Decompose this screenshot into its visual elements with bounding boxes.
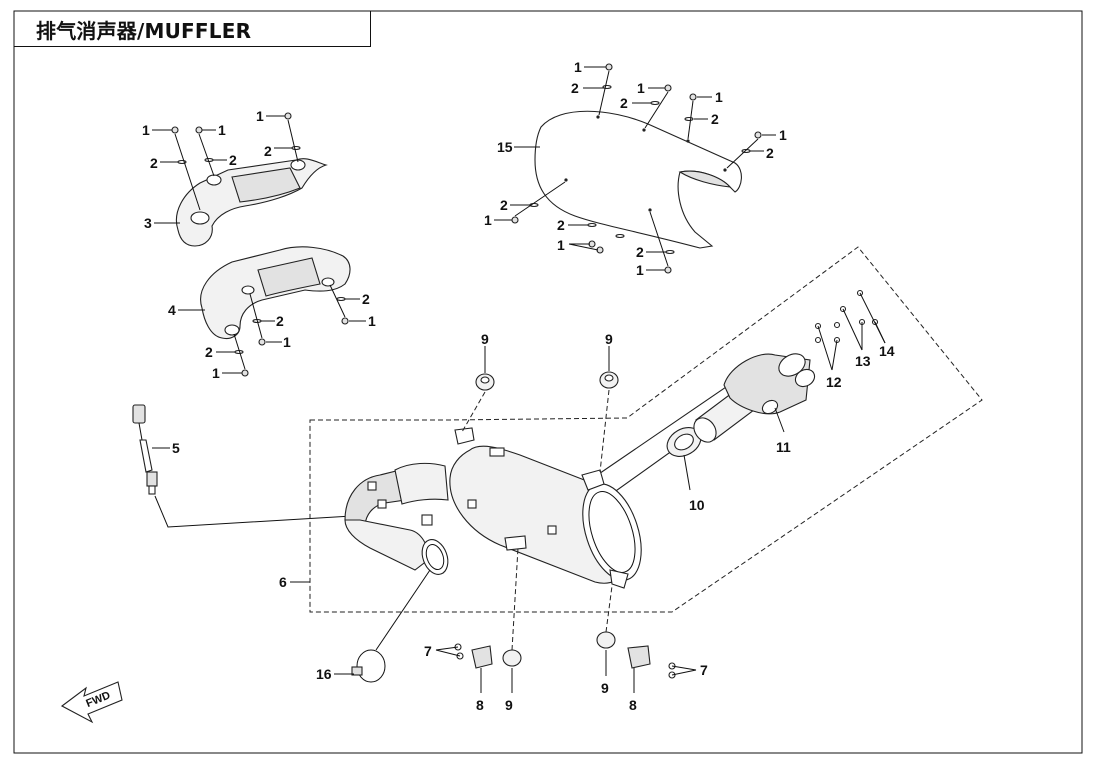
callout-1: 1 bbox=[779, 127, 787, 143]
callout-9: 9 bbox=[605, 331, 613, 347]
callout-2: 2 bbox=[620, 95, 628, 111]
callout-1: 1 bbox=[484, 212, 492, 228]
heat-shield-4 bbox=[200, 246, 351, 340]
fasteners-1-2 bbox=[171, 63, 762, 377]
gasket-10 bbox=[666, 427, 702, 457]
callout-1: 1 bbox=[637, 80, 645, 96]
callout-13: 13 bbox=[855, 353, 871, 369]
frame-border bbox=[13, 10, 1083, 754]
callout-1: 1 bbox=[557, 237, 565, 253]
callout-12: 12 bbox=[826, 374, 842, 390]
bolts-7 bbox=[435, 643, 697, 679]
callout-2: 2 bbox=[636, 244, 644, 260]
callout-2: 2 bbox=[276, 313, 284, 329]
heat-shield-15 bbox=[534, 110, 742, 249]
callout-1: 1 bbox=[368, 313, 376, 329]
callout-2: 2 bbox=[557, 217, 565, 233]
callout-5: 5 bbox=[172, 440, 180, 456]
callout-2: 2 bbox=[229, 152, 237, 168]
clamp-16 bbox=[351, 569, 431, 683]
callout-3: 3 bbox=[144, 215, 152, 231]
callout-1: 1 bbox=[715, 89, 723, 105]
callout-1: 1 bbox=[142, 122, 150, 138]
callout-2: 2 bbox=[264, 143, 272, 159]
muffler-body-6 bbox=[344, 371, 761, 589]
callout-1: 1 bbox=[218, 122, 226, 138]
callout-6: 6 bbox=[279, 574, 287, 590]
callout-8: 8 bbox=[476, 697, 484, 713]
callout-9: 9 bbox=[601, 680, 609, 696]
callout-2: 2 bbox=[500, 197, 508, 213]
oxygen-sensor-5 bbox=[132, 404, 353, 528]
callout-15: 15 bbox=[497, 139, 513, 155]
callout-4: 4 bbox=[168, 302, 176, 318]
callout-group-assembly: 5 6 9 9 10 11 12 13 14 16 7 7 8 9 9 8 bbox=[152, 331, 895, 713]
callout-7: 7 bbox=[424, 643, 432, 659]
callout-2: 2 bbox=[150, 155, 158, 171]
callout-11: 11 bbox=[776, 439, 791, 455]
heat-shield-3 bbox=[176, 158, 328, 247]
callout-16: 16 bbox=[316, 666, 332, 682]
callout-2: 2 bbox=[711, 111, 719, 127]
brackets-8 bbox=[471, 645, 651, 693]
callout-2: 2 bbox=[766, 145, 774, 161]
callout-group-shield-4: 4 2 1 2 1 2 1 bbox=[168, 291, 376, 381]
page-title: 排气消声器/MUFFLER bbox=[36, 19, 252, 43]
callout-group-shield-15: 1 2 1 2 1 2 1 2 15 2 1 2 1 bbox=[484, 59, 787, 278]
tailpipe-11 bbox=[693, 353, 816, 443]
rubber-mounts-9 bbox=[461, 346, 619, 693]
callout-1: 1 bbox=[283, 334, 291, 350]
callout-7: 7 bbox=[700, 662, 708, 678]
callout-9: 9 bbox=[481, 331, 489, 347]
callout-2: 2 bbox=[362, 291, 370, 307]
callout-1: 1 bbox=[212, 365, 220, 381]
callout-group-shield-3: 1 1 1 2 2 2 3 bbox=[142, 108, 292, 231]
fwd-arrow-icon: FWD bbox=[60, 681, 123, 724]
callout-9: 9 bbox=[505, 697, 513, 713]
callout-2: 2 bbox=[571, 80, 579, 96]
callout-1: 1 bbox=[256, 108, 264, 124]
callout-2: 2 bbox=[205, 344, 213, 360]
callout-14: 14 bbox=[879, 343, 895, 359]
callout-1: 1 bbox=[574, 59, 582, 75]
title-box bbox=[14, 11, 371, 47]
callout-10: 10 bbox=[689, 497, 705, 513]
callout-1: 1 bbox=[636, 262, 644, 278]
screws-12-13-14 bbox=[814, 289, 886, 371]
callout-8: 8 bbox=[629, 697, 637, 713]
